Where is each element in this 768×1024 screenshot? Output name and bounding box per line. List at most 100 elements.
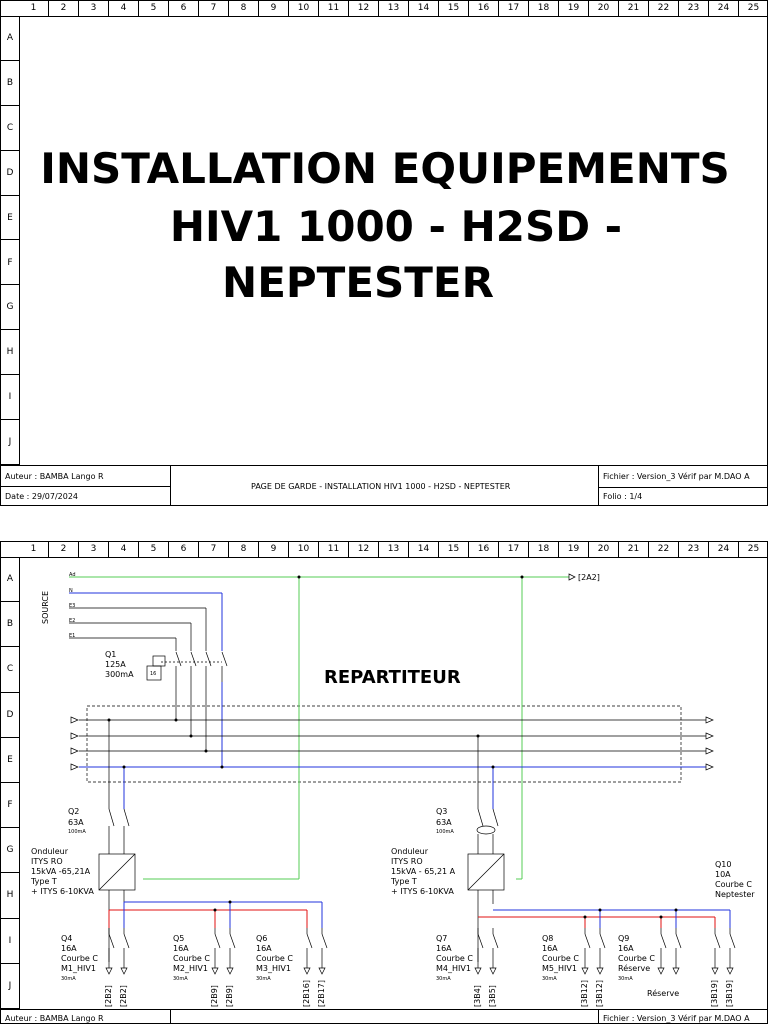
onduleur-line: Type T	[31, 877, 57, 886]
q2-rating: 63A	[68, 818, 84, 827]
cross-reference-vertical: [3B12]	[580, 980, 589, 1007]
column-number: 18	[529, 1, 559, 16]
q9-label-line: Réserve	[618, 964, 651, 973]
column-number: 7	[199, 542, 229, 557]
cross-reference-vertical: [2B17]	[317, 980, 326, 1007]
title-block: Auteur : BAMBA Lango R Date : 29/07/2024…	[1, 465, 767, 505]
q3-rating: 63A	[436, 818, 452, 827]
q5-label-line: Courbe C	[173, 954, 210, 963]
q6-label-line: Courbe C	[256, 954, 293, 963]
column-number: 24	[709, 542, 739, 557]
q5-label-line: M2_HIV1	[173, 964, 208, 973]
column-number: 25	[739, 1, 767, 16]
cross-reference-vertical: [2B2]	[104, 985, 113, 1007]
column-number: 5	[139, 1, 169, 16]
column-number: 12	[349, 542, 379, 557]
row-letter: E	[1, 196, 19, 241]
q4-label-line: 16A	[61, 944, 77, 953]
file-field: Fichier : Version_3 Vérif par M.DAO A	[603, 1014, 750, 1023]
electrical-schematic	[69, 573, 736, 975]
column-number: 14	[409, 1, 439, 16]
cross-reference-vertical: [2B2]	[119, 985, 128, 1007]
q6-label-line: M3_HIV1	[256, 964, 291, 973]
q1-breaker-symbol	[146, 651, 228, 682]
row-letter: I	[1, 375, 19, 421]
q10-label-line: Q10	[715, 860, 732, 869]
q2-small: 100mA	[68, 829, 86, 835]
column-number: 13	[379, 542, 409, 557]
q10-label-line: Courbe C	[715, 880, 752, 889]
author-field: Auteur : BAMBA Lango R	[5, 1014, 104, 1023]
repartiteur-title: REPARTITEUR	[324, 667, 461, 688]
q5-sensitivity: 30mA	[173, 976, 188, 982]
q9-label-line: 16A	[618, 944, 634, 953]
q8-label-line: M5_HIV1	[542, 964, 577, 973]
title-block: Auteur : BAMBA Lango R Fichier : Version…	[1, 1009, 767, 1023]
cross-reference-vertical: [3B5]	[488, 985, 497, 1007]
q4-label-line: Courbe C	[61, 954, 98, 963]
right-phase-distribution	[478, 916, 716, 928]
q1-rating: 125A	[105, 660, 126, 669]
source-label: SOURCE	[41, 590, 50, 624]
q1-badge: 16	[150, 671, 157, 677]
q8-sensitivity: 30mA	[542, 976, 557, 982]
outgoing-breakers	[105, 928, 736, 975]
q7-label-line: M4_HIV1	[436, 964, 471, 973]
column-number: 9	[259, 542, 289, 557]
left-neutral-distribution	[123, 901, 323, 928]
column-number: 2	[49, 1, 79, 16]
row-letter: I	[1, 919, 19, 964]
row-letter: J	[1, 964, 19, 1009]
q10-label-line: Neptester	[715, 890, 755, 899]
folio-field: Folio : 1/4	[603, 492, 643, 501]
column-number: 4	[109, 1, 139, 16]
row-letter: H	[1, 873, 19, 919]
column-number: 22	[649, 1, 679, 16]
column-number: 25	[739, 542, 767, 557]
column-number: 15	[439, 542, 469, 557]
phase-wires	[69, 607, 706, 809]
column-number: 10	[289, 542, 319, 557]
column-number: 19	[559, 542, 589, 557]
row-letter: J	[1, 420, 19, 465]
date-field: Date : 29/07/2024	[5, 492, 79, 501]
q5-label-line: Q5	[173, 934, 185, 943]
q8-label-line: 16A	[542, 944, 558, 953]
column-number: 16	[469, 542, 499, 557]
row-letter: F	[1, 783, 19, 829]
right-neutral-distribution	[493, 909, 731, 928]
neutral-wire	[69, 592, 706, 809]
column-number: 11	[319, 1, 349, 16]
column-number: 13	[379, 1, 409, 16]
author-field: Auteur : BAMBA Lango R	[5, 472, 104, 481]
column-number: 20	[589, 1, 619, 16]
q9-label-line: Courbe C	[618, 954, 655, 963]
onduleur-line: + ITYS 6-10KVA	[31, 887, 94, 896]
onduleur-line: ITYS RO	[31, 857, 63, 866]
q5-label-line: 16A	[173, 944, 189, 953]
row-letter: H	[1, 330, 19, 376]
phase-label-e1: E1	[69, 633, 76, 639]
onduleur-line: Onduleur	[31, 847, 69, 856]
phase-label-e3: E3	[69, 603, 76, 609]
cross-reference: [2A2]	[578, 573, 600, 582]
repartiteur-box	[86, 705, 682, 783]
q4-sensitivity: 30mA	[61, 976, 76, 982]
cross-reference-vertical: [3B19]	[710, 980, 719, 1007]
row-letter: E	[1, 738, 19, 783]
row-letter: A	[1, 557, 19, 603]
cross-reference-vertical: [3B19]	[725, 980, 734, 1007]
q6-sensitivity: 30mA	[256, 976, 271, 982]
row-letter: B	[1, 61, 19, 106]
column-number: 7	[199, 1, 229, 16]
column-number: 18	[529, 542, 559, 557]
onduleur-line: ITYS RO	[391, 857, 423, 866]
column-number: 17	[499, 1, 529, 16]
q3-name: Q3	[436, 807, 448, 816]
row-letter: G	[1, 285, 19, 331]
onduleur-line: 15kVA -65,21A	[31, 867, 91, 876]
q4-label-line: Q4	[61, 934, 73, 943]
column-number: 2	[49, 542, 79, 557]
